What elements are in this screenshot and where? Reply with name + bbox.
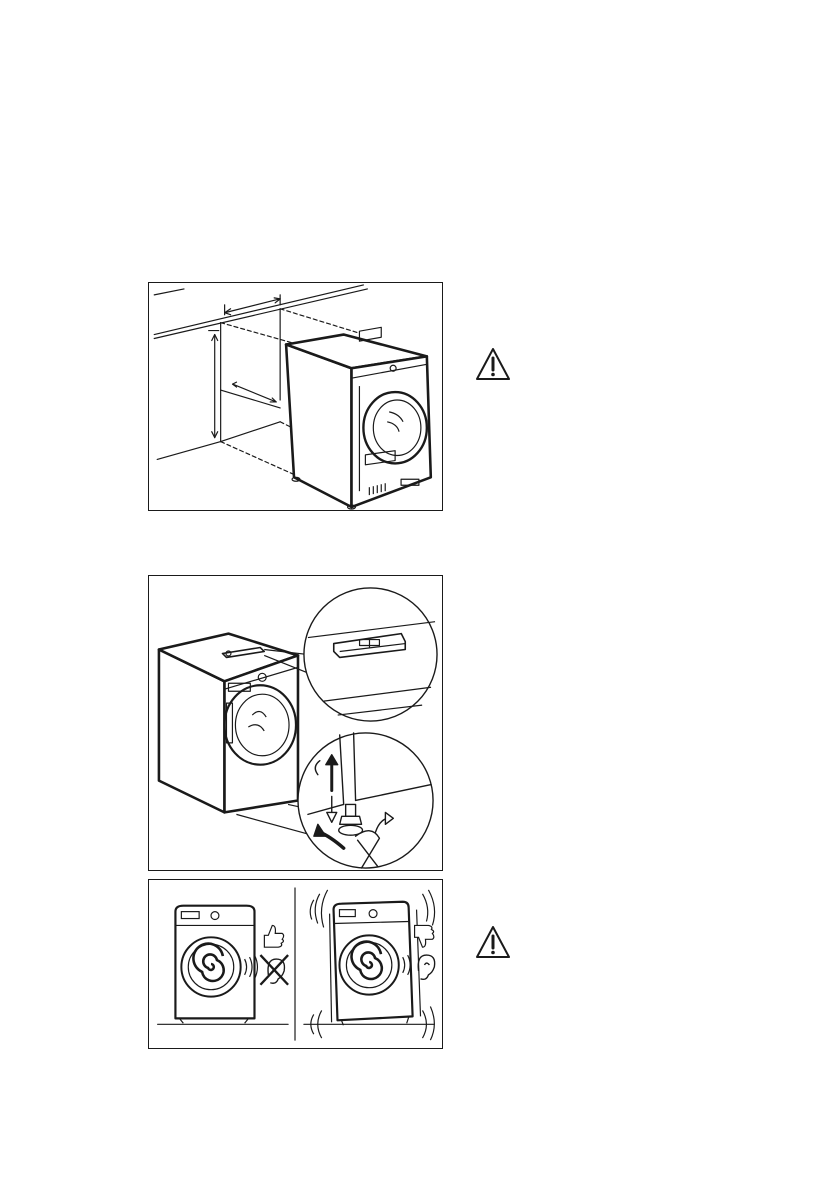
dryer-dimension-illustration bbox=[149, 283, 442, 510]
leveling-feet-figure bbox=[148, 575, 443, 871]
warning-triangle-icon bbox=[475, 925, 511, 959]
noise-ear-icon bbox=[418, 955, 434, 979]
vibration-noise-figure bbox=[148, 879, 443, 1049]
spirit-level-and-wrench-illustration bbox=[149, 576, 442, 870]
no-noise-ear-icon bbox=[260, 955, 288, 985]
level-vs-unlevel-dryer-illustration bbox=[149, 880, 442, 1048]
thumbs-up-icon bbox=[264, 925, 283, 947]
installation-dimensions-figure bbox=[148, 282, 443, 511]
warning-triangle-icon bbox=[475, 347, 511, 381]
